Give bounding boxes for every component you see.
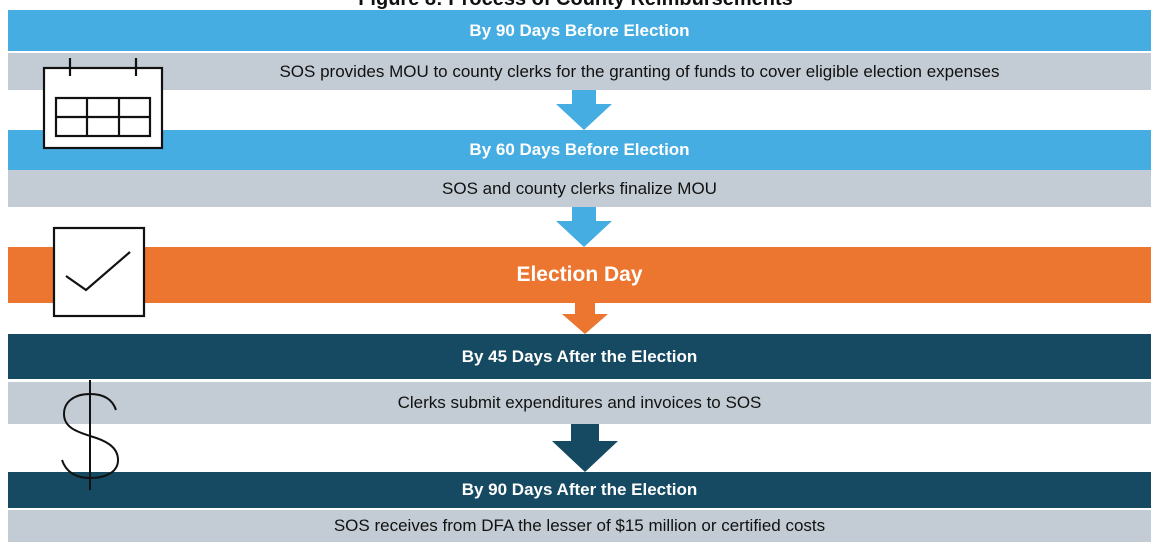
step-1-header: By 90 Days Before Election [8, 10, 1151, 51]
checkbox-check-icon [52, 226, 146, 318]
dollar-sign-icon [61, 380, 120, 490]
step-5-detail: SOS receives from DFA the lesser of $15 … [8, 510, 1151, 542]
arrow-4 [552, 424, 618, 472]
step-4-header: By 45 Days After the Election [8, 334, 1151, 379]
step-2-header: By 60 Days Before Election [8, 130, 1151, 170]
calendar-icon [42, 58, 164, 150]
step-1-detail: SOS provides MOU to county clerks for th… [8, 53, 1151, 90]
figure-title: Figure 8: Process of County Reimbursemen… [0, 0, 1151, 10]
arrow-1 [556, 90, 612, 130]
election-day-header: Election Day [8, 247, 1151, 303]
arrow-2 [556, 207, 612, 247]
step-5-header: By 90 Days After the Election [8, 472, 1151, 508]
step-4-detail: Clerks submit expenditures and invoices … [8, 382, 1151, 424]
step-2-detail: SOS and county clerks finalize MOU [8, 170, 1151, 207]
arrow-3 [562, 302, 608, 334]
